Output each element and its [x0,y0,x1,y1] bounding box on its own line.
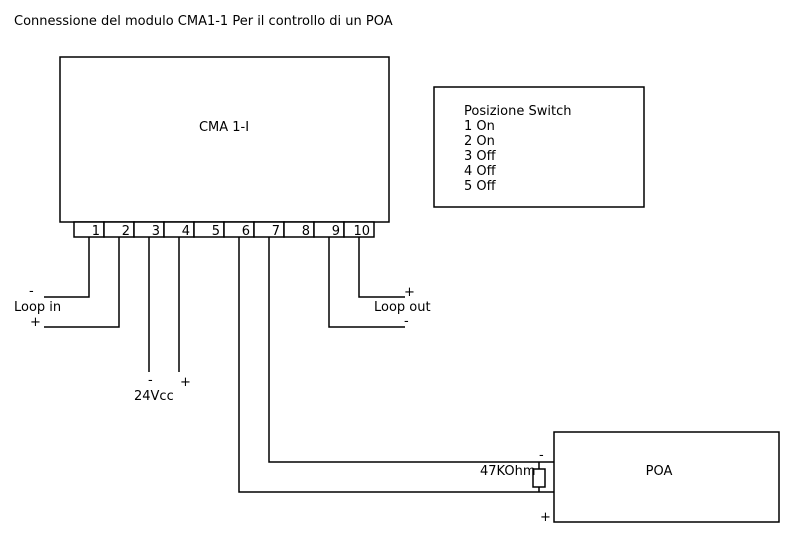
terminal-6: 6 [223,221,255,239]
loop-in-connection: - Loop in + [14,237,120,330]
power-label: 24Vcc [134,389,174,404]
cma-module-box [59,56,390,223]
terminal-8: 8 [283,221,315,239]
terminal-number: 3 [152,224,160,239]
terminal-3: 3 [133,221,165,239]
switch-line-2: 2 On [464,134,495,149]
terminal-number: 9 [332,224,340,239]
loop-out-plus-sign: + [404,285,415,300]
terminal-number: 5 [212,224,220,239]
terminal-number: 6 [242,224,250,239]
terminal-4: 4 [163,221,195,239]
loop-in-minus-sign: - [29,284,34,299]
power-minus-sign: - [148,373,153,388]
terminal-number: 10 [353,224,370,239]
terminal-strip: 1 2 3 4 5 6 7 8 9 10 [73,221,375,239]
terminal-10: 10 [343,221,375,239]
terminal-5: 5 [193,221,225,239]
switch-box-frame [433,86,645,208]
terminal-2: 2 [103,221,135,239]
terminal-number: 7 [272,224,280,239]
poa-label: POA [646,464,673,479]
loop-in-plus-sign: + [30,315,41,330]
switch-line-4: 4 Off [464,164,497,179]
loop-out-label: Loop out [374,300,431,315]
loop-out-plus-wire [358,237,405,298]
poa-connection: 47KOhm - + [238,237,554,525]
loop-out-minus-wire [328,237,405,328]
diagram-title: Connessione del modulo CMA1-1 Per il con… [14,14,393,29]
terminal-number: 8 [302,224,310,239]
terminal-number: 2 [122,224,130,239]
poa-device: POA [553,431,780,523]
switch-heading: Posizione Switch [464,104,571,119]
resistor-label: 47KOhm [480,464,536,479]
poa-plus-wire [238,237,554,493]
terminal-1: 1 [73,221,105,239]
switch-line-3: 3 Off [464,149,497,164]
cma-module: CMA 1-I [59,56,390,223]
power-plus-sign: + [180,375,191,390]
poa-minus-sign: - [539,448,544,463]
loop-in-minus-wire [44,237,90,298]
loop-out-connection: + Loop out - [328,237,431,329]
poa-minus-wire [268,237,554,463]
loop-in-plus-wire [44,237,120,328]
cma-module-label: CMA 1-I [199,120,249,135]
terminal-7: 7 [253,221,285,239]
terminal-number: 1 [92,224,100,239]
power-24vcc-connection: - + 24Vcc [134,237,191,404]
switch-line-5: 5 Off [464,179,497,194]
switch-line-1: 1 On [464,119,495,134]
poa-plus-sign: + [540,510,551,525]
loop-in-label: Loop in [14,300,61,315]
terminal-number: 4 [182,224,190,239]
switch-position-box: Posizione Switch 1 On 2 On 3 Off 4 Off 5… [433,86,645,208]
loop-out-minus-sign: - [404,314,409,329]
poa-box [553,431,780,523]
terminal-9: 9 [313,221,345,239]
